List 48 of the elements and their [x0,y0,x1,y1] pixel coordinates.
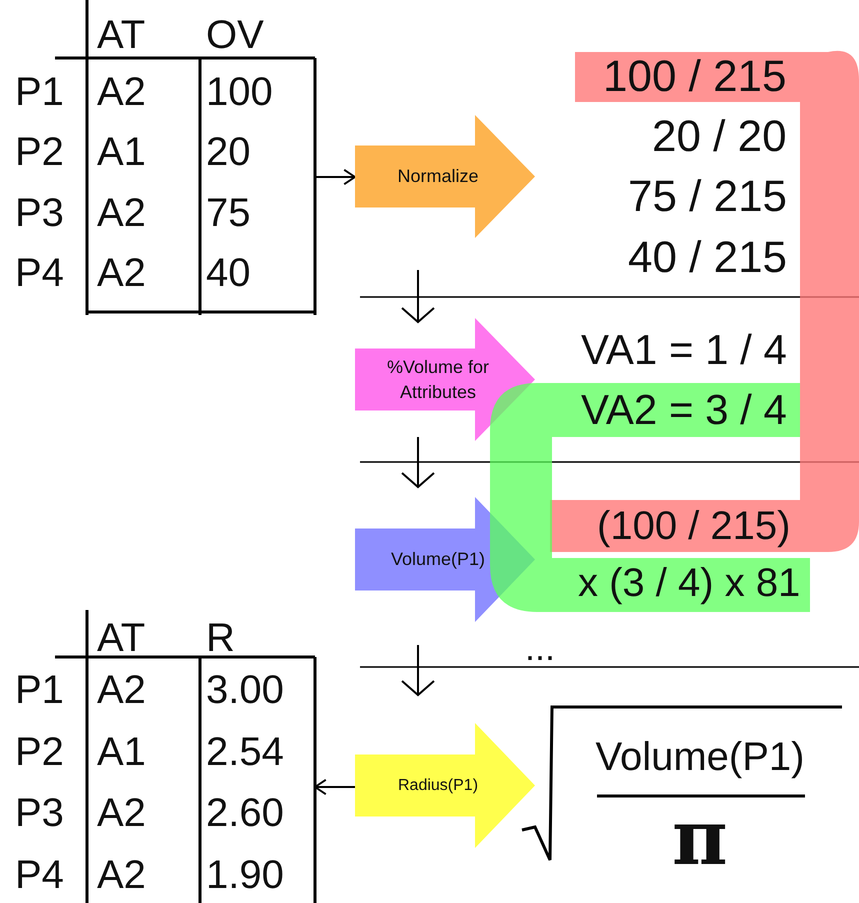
table-value: 20 [206,129,250,176]
row-label: P4 [15,250,64,297]
table-value: A2 [97,790,146,837]
row-label: P3 [15,190,64,237]
row-label: P2 [15,129,64,176]
column-header: R [206,615,235,662]
table-value: 2.54 [206,729,284,776]
table-value: 3.00 [206,667,284,714]
table-value: 2.60 [206,790,284,837]
arrow [315,168,356,186]
table-value: A2 [97,190,146,237]
formula-text: (100 / 215) [597,503,790,550]
arrow-label: Normalize [396,165,480,188]
arrow [314,778,355,796]
formula-text: VA1 = 1 / 4 [581,324,787,375]
block-arrow [355,723,535,848]
table-value: A2 [97,69,146,116]
table-value: 75 [206,190,250,237]
arrow-label: Radius(P1) [396,776,480,796]
table-value: 100 [206,69,273,116]
numerator: Volume(P1) [596,734,804,781]
table-value: 40 [206,250,250,297]
fraction-text: 20 / 20 [652,110,787,163]
formula-text: x (3 / 4) x 81 [578,560,800,607]
row-label: P3 [15,790,64,837]
column-header: OV [206,12,264,59]
table-value: A2 [97,852,146,899]
table-value: 1.90 [206,852,284,899]
table-value: A2 [97,667,146,714]
fraction-text: 75 / 215 [628,170,788,223]
fraction-text: 100 / 215 [603,50,786,103]
row-label: P4 [15,852,64,899]
table-value: A1 [97,129,146,176]
arrow-label: Volume(P1) [390,548,486,571]
table-value: A1 [97,729,146,776]
formula-text: VA2 = 3 / 4 [581,384,787,435]
column-header: AT [97,12,146,59]
pi-symbol: π [672,792,728,884]
column-header: AT [97,615,146,662]
row-label: P1 [15,667,64,714]
ellipsis: ... [525,626,556,670]
block-arrow [355,318,535,441]
fraction-text: 40 / 215 [628,232,788,284]
block-arrow [355,115,535,238]
arrow-label: %Volume for Attributes [386,356,490,404]
row-label: P1 [15,69,64,116]
row-label: P2 [15,729,64,776]
table-value: A2 [97,250,146,297]
